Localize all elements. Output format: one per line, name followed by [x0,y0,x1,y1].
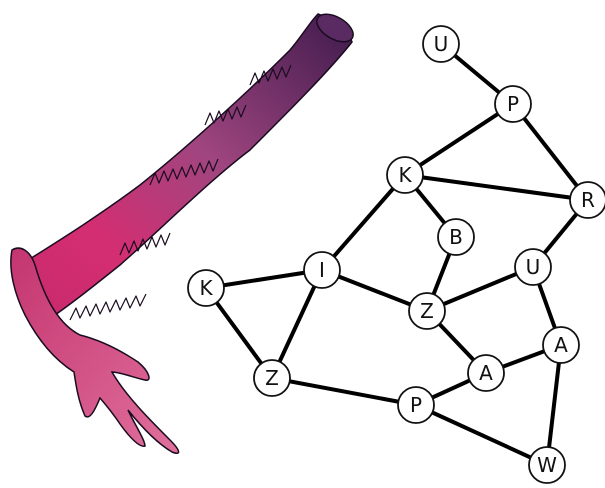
node-n_w: W [529,447,565,483]
node-n_i: I [304,252,340,288]
node-label: K [398,163,412,187]
node-n_u_mid: U [515,249,551,285]
node-n_z_bottom: Z [254,360,290,396]
node-n_k_left: K [188,270,224,306]
node-n_k_mid: K [387,157,423,193]
node-label: B [449,225,463,249]
node-label: I [319,258,325,282]
node-label: R [581,188,595,212]
node-n_z_mid: Z [409,293,445,329]
node-n_u_top: U [423,26,459,62]
edge-n_p_bottom-n_w [416,405,547,465]
node-label: Z [420,299,434,323]
brush-sleeve [24,14,352,322]
node-n_p_bottom: P [398,387,434,423]
hand-brush-illustration [11,8,358,453]
node-label: K [199,276,213,300]
node-n_r: R [570,182,605,218]
node-n_a_mid: A [468,355,504,391]
node-label: A [554,333,568,357]
node-label: U [526,255,541,279]
node-n_b: B [438,219,474,255]
node-label: P [507,92,519,116]
edge-n_z_bottom-n_p_bottom [272,378,416,405]
node-n_a_right: A [543,327,579,363]
node-label: W [537,453,557,477]
node-label: A [479,361,493,385]
edge-n_k_mid-n_r [405,175,588,200]
edge-n_p_top-n_k_mid [405,104,513,175]
edge-n_k_mid-n_i [322,175,405,270]
node-label: Z [265,366,279,390]
node-n_p_top: P [495,86,531,122]
node-label: P [410,393,422,417]
node-label: U [434,32,449,56]
